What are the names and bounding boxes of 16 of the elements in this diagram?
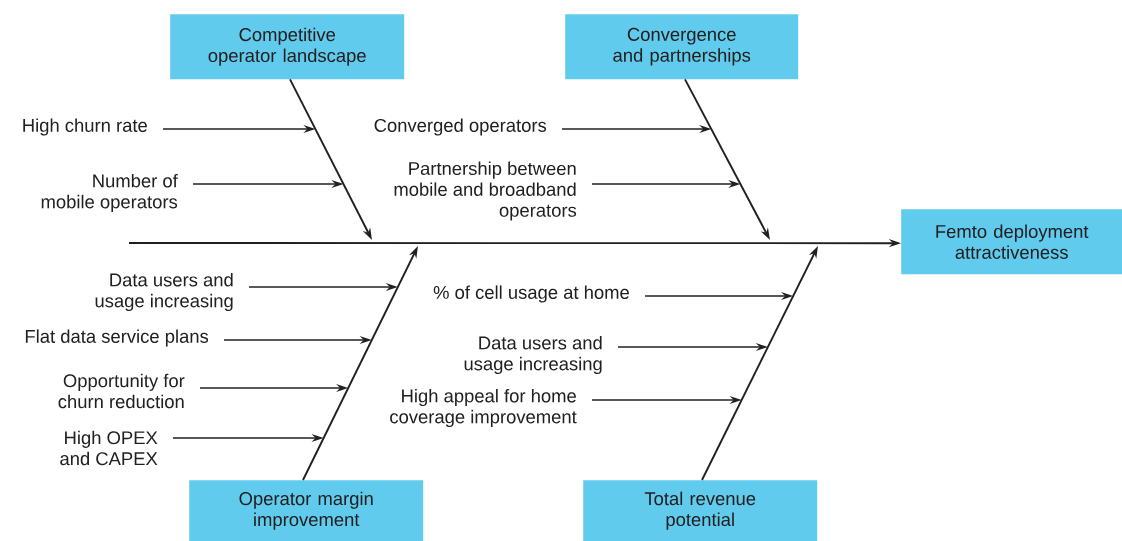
cause-label: Data users and usage increasing	[464, 335, 602, 375]
category-box: Convergence and partnerships	[565, 14, 799, 80]
cause-label: High churn rate	[23, 118, 147, 136]
cause-label: Number of mobile operators	[41, 173, 178, 213]
category-box: Operator margin improvement	[189, 480, 424, 541]
category-box: Competitive operator landscape	[170, 14, 405, 80]
effect-box: Femto deployment attractiveness	[901, 209, 1122, 275]
cause-label: Opportunity for churn reduction	[58, 373, 185, 409]
cause-label: High appeal for home coverage improvement	[390, 388, 577, 428]
cause-label: Converged operators	[374, 118, 547, 136]
category-box: Total revenue potential	[583, 480, 818, 541]
cause-label: Flat data service plans	[25, 329, 209, 347]
cause-label: High OPEX and CAPEX	[60, 430, 158, 466]
cause-label: % of cell usage at home	[433, 285, 629, 303]
cause-label: Data users and usage increasing	[95, 272, 233, 312]
cause-label: Partnership between mobile and broadband operators	[394, 161, 577, 221]
